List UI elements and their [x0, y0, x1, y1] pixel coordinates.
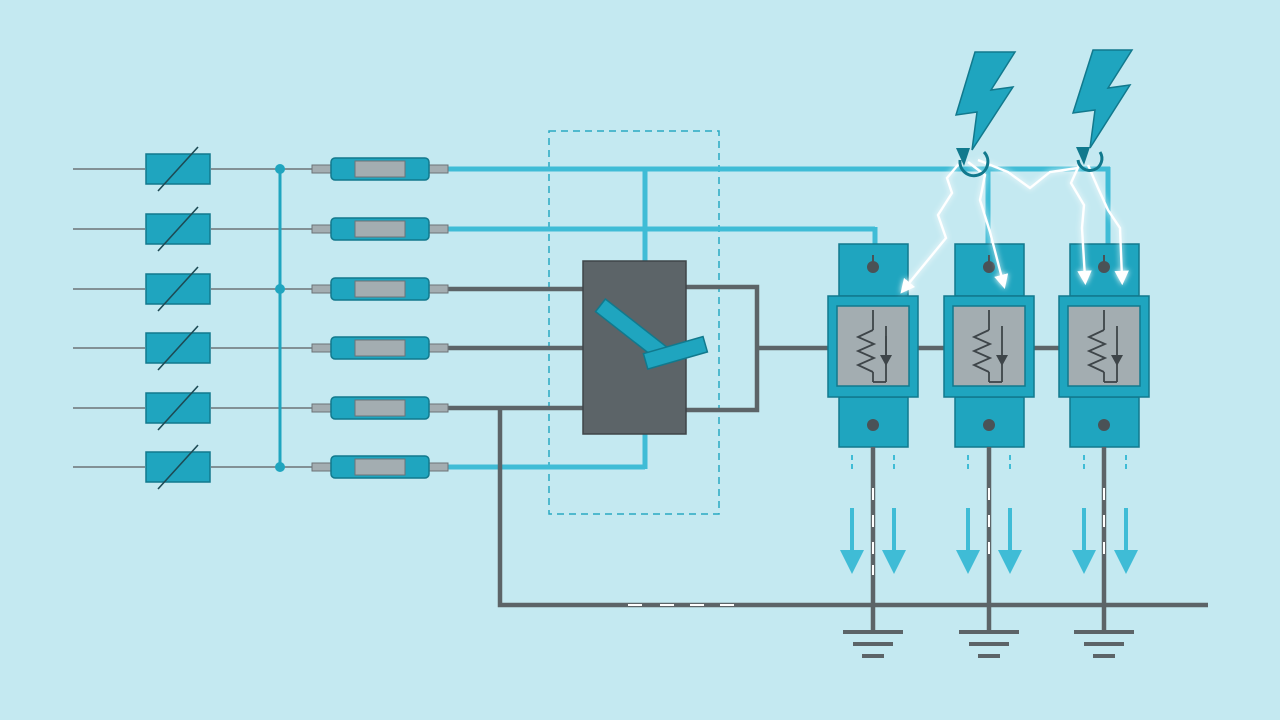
ground-symbol-icon — [843, 630, 903, 658]
fuse-icon — [311, 217, 449, 241]
variable-resistor-icon — [145, 444, 211, 490]
input-wires — [73, 168, 330, 468]
surge-protection-device-icon — [827, 243, 919, 448]
input-bus — [275, 164, 285, 472]
bus-node — [275, 164, 285, 174]
down-arrow-icon — [840, 455, 906, 574]
down-arrow-icon — [1072, 455, 1138, 574]
varistor-spark-gap-icon — [971, 310, 1008, 383]
discharge-arrows — [840, 455, 1138, 574]
breaker-enclosure — [548, 130, 720, 515]
fuses — [311, 157, 449, 479]
variable-resistor-icon — [145, 206, 211, 252]
spd-ground-wires — [870, 447, 1107, 630]
fuse-icon — [311, 455, 449, 479]
variable-resistor-icon — [145, 325, 211, 371]
surge-protection-device-icon — [943, 243, 1035, 448]
variable-resistor-icon — [145, 385, 211, 431]
ground-symbol-icon — [1074, 630, 1134, 658]
spd-modules — [827, 243, 1150, 448]
bus-node — [275, 462, 285, 472]
down-arrow-icon — [956, 455, 1022, 574]
lightning-bolts — [954, 49, 1134, 178]
fuse-icon — [311, 396, 449, 420]
bus-node — [275, 284, 285, 294]
circuit-breaker-switch-icon — [582, 260, 709, 435]
fuse-icon — [311, 157, 449, 181]
lightning-bolt-icon — [1071, 49, 1134, 172]
fuse-icon — [311, 336, 449, 360]
varistor-spark-gap-icon — [855, 310, 892, 383]
varistor-spark-gap-icon — [1086, 310, 1123, 383]
surge-protection-device-icon — [1058, 243, 1150, 448]
ground-symbols — [843, 630, 1134, 658]
ground-symbol-icon — [959, 630, 1019, 658]
fuse-icon — [311, 277, 449, 301]
variable-resistors — [145, 146, 211, 490]
variable-resistor-icon — [145, 266, 211, 312]
lightning-bolt-icon — [954, 51, 1017, 178]
variable-resistor-icon — [145, 146, 211, 192]
surge-paths — [900, 158, 1129, 294]
